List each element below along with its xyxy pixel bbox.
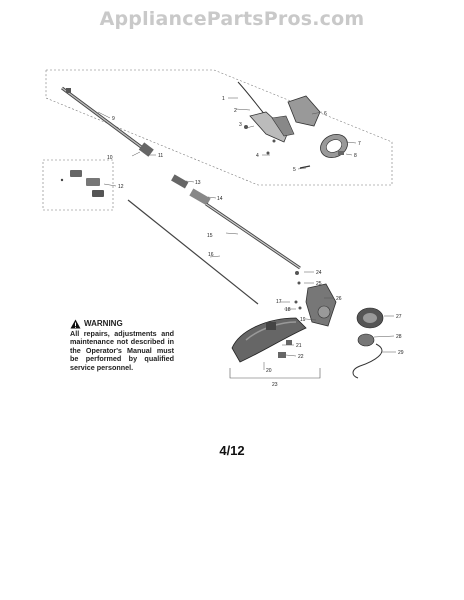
page-number: 4/12 (219, 443, 245, 458)
upper-shaft (61, 86, 154, 157)
part-label-12: 12 (118, 184, 124, 190)
part-label-1: 1 (222, 96, 225, 102)
part-label-16: 16 (208, 252, 214, 258)
part-label-2: 2 (234, 108, 237, 114)
part-label-25: 25 (316, 281, 322, 287)
part-label-29: 29 (398, 350, 404, 356)
part-label-22: 22 (298, 354, 304, 360)
fittings (60, 170, 104, 197)
drive-shaft (171, 174, 301, 270)
watermark: AppliancePartsPros.com (99, 8, 365, 30)
part-12-box (42, 159, 114, 211)
part-label-6: 6 (324, 111, 327, 117)
part-label-19: 19 (300, 317, 306, 323)
part-label-10: 10 (107, 155, 113, 161)
part-label-24: 24 (316, 270, 322, 276)
loop-handle (320, 134, 348, 158)
part-label-20: 20 (266, 368, 272, 374)
part-label-4: 4 (256, 153, 259, 159)
part-label-17: 17 (276, 299, 282, 305)
gear-head (294, 271, 337, 327)
part-label-7: 7 (358, 141, 361, 147)
part-label-15: 15 (207, 233, 213, 239)
leader-lines (97, 97, 396, 370)
part-label-3: 3 (239, 122, 242, 128)
warning-triangle-icon (70, 319, 81, 329)
part-label-28: 28 (396, 334, 402, 340)
assembly-outline (45, 69, 393, 186)
warning-notice: WARNING All repairs, adjustments and mai… (70, 319, 174, 372)
warning-title: WARNING (84, 318, 123, 328)
flex-shaft (127, 199, 259, 305)
part-label-11: 11 (158, 153, 163, 159)
warning-header: WARNING (70, 319, 174, 329)
part-label-9: 9 (112, 116, 115, 122)
warning-text: All repairs, adjustments and maintenance… (70, 329, 174, 372)
part-labels: 1 2 3 4 5 6 7 8 9 10 11 12 13 14 15 16 1… (107, 96, 404, 388)
part-label-26: 26 (336, 296, 342, 302)
part-label-27: 27 (396, 314, 402, 320)
part-label-8: 8 (354, 153, 357, 159)
part-label-5: 5 (293, 167, 296, 173)
part-label-13: 13 (195, 180, 201, 186)
part-label-21: 21 (296, 343, 302, 349)
handle-assembly (237, 81, 321, 169)
trimmer-head (352, 307, 384, 379)
part-label-14: 14 (217, 196, 223, 202)
part-label-18: 18 (285, 307, 291, 313)
part-label-23: 23 (272, 382, 278, 388)
debris-shield (229, 317, 321, 379)
